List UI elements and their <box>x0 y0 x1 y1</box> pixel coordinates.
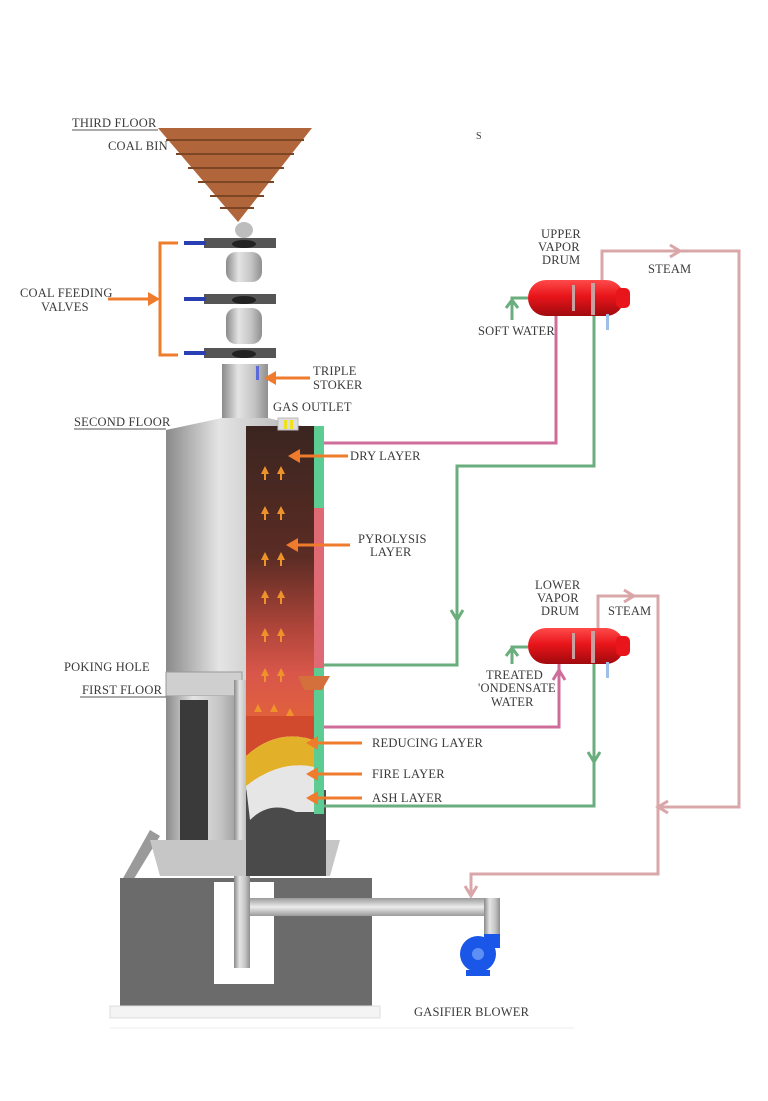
label-first-floor: FIRST FLOOR <box>82 683 163 697</box>
label-coal-feeding-2: VALVES <box>41 300 89 314</box>
coal-feeding-valves <box>184 222 276 358</box>
fuel-bed <box>246 417 330 820</box>
label-coal-bin: COAL BIN <box>108 139 168 153</box>
label-coal-feeding-1: COAL FEEDING <box>20 286 113 300</box>
label-triple-stoker-1: TRIPLE <box>313 364 357 378</box>
lower-downcomer-line <box>324 664 596 808</box>
label-arrowheads <box>148 292 318 805</box>
gas-flow-arrows <box>254 466 294 716</box>
label-treated-2: 'ONDENSATE <box>478 681 556 695</box>
label-ash-layer: ASH LAYER <box>372 791 443 805</box>
upper-vapor-drum <box>528 280 630 330</box>
coal-bin <box>158 128 312 222</box>
label-steam-upper: STEAM <box>648 262 691 276</box>
stoker-rod <box>256 366 259 380</box>
lower-vapor-drum <box>528 628 630 678</box>
label-upper-drum-1: UPPER <box>541 227 581 241</box>
label-lower-drum-1: LOWER <box>535 578 581 592</box>
label-treated-3: WATER <box>491 695 534 709</box>
label-reducing-layer: REDUCING LAYER <box>372 736 483 750</box>
floor-lines <box>72 129 574 1029</box>
label-lower-drum-3: DRUM <box>541 604 579 618</box>
gasifier-blower <box>460 934 500 976</box>
label-soft-water: SOFT WATER <box>478 324 555 338</box>
label-gasifier-blower: GASIFIER BLOWER <box>414 1005 530 1019</box>
label-third-floor: THIRD FLOOR <box>72 116 157 130</box>
riser-lines <box>324 316 567 729</box>
label-upper-drum-3: DRUM <box>542 253 580 267</box>
upper-downcomer-line <box>324 316 596 667</box>
steam-lines <box>463 243 741 899</box>
water-lines <box>324 296 602 808</box>
blower-duct <box>250 898 500 938</box>
lower-riser-line <box>324 664 561 729</box>
label-steam-lower: STEAM <box>608 604 651 618</box>
label-upper-drum-2: VAPOR <box>538 240 580 254</box>
label-triple-stoker-2: STOKER <box>313 378 363 392</box>
label-lower-drum-2: VAPOR <box>537 591 579 605</box>
upper-steam-line <box>600 249 741 809</box>
label-arrows <box>108 241 362 800</box>
stray-mark: S <box>476 131 482 142</box>
label-fire-layer: FIRE LAYER <box>372 767 445 781</box>
label-gas-outlet: GAS OUTLET <box>273 400 352 414</box>
lower-steam-line <box>469 594 660 896</box>
label-pyrolysis-1: PYROLYSIS <box>358 532 427 546</box>
label-second-floor: SECOND FLOOR <box>74 415 171 429</box>
valves-bracket <box>158 241 178 357</box>
label-treated-1: TREATED <box>486 668 543 682</box>
label-dry-layer: DRY LAYER <box>350 449 421 463</box>
triple-stoker <box>222 364 268 424</box>
label-poking-hole: POKING HOLE <box>64 660 150 674</box>
upper-riser-line <box>324 316 558 445</box>
label-pyrolysis-2: LAYER <box>370 545 412 559</box>
